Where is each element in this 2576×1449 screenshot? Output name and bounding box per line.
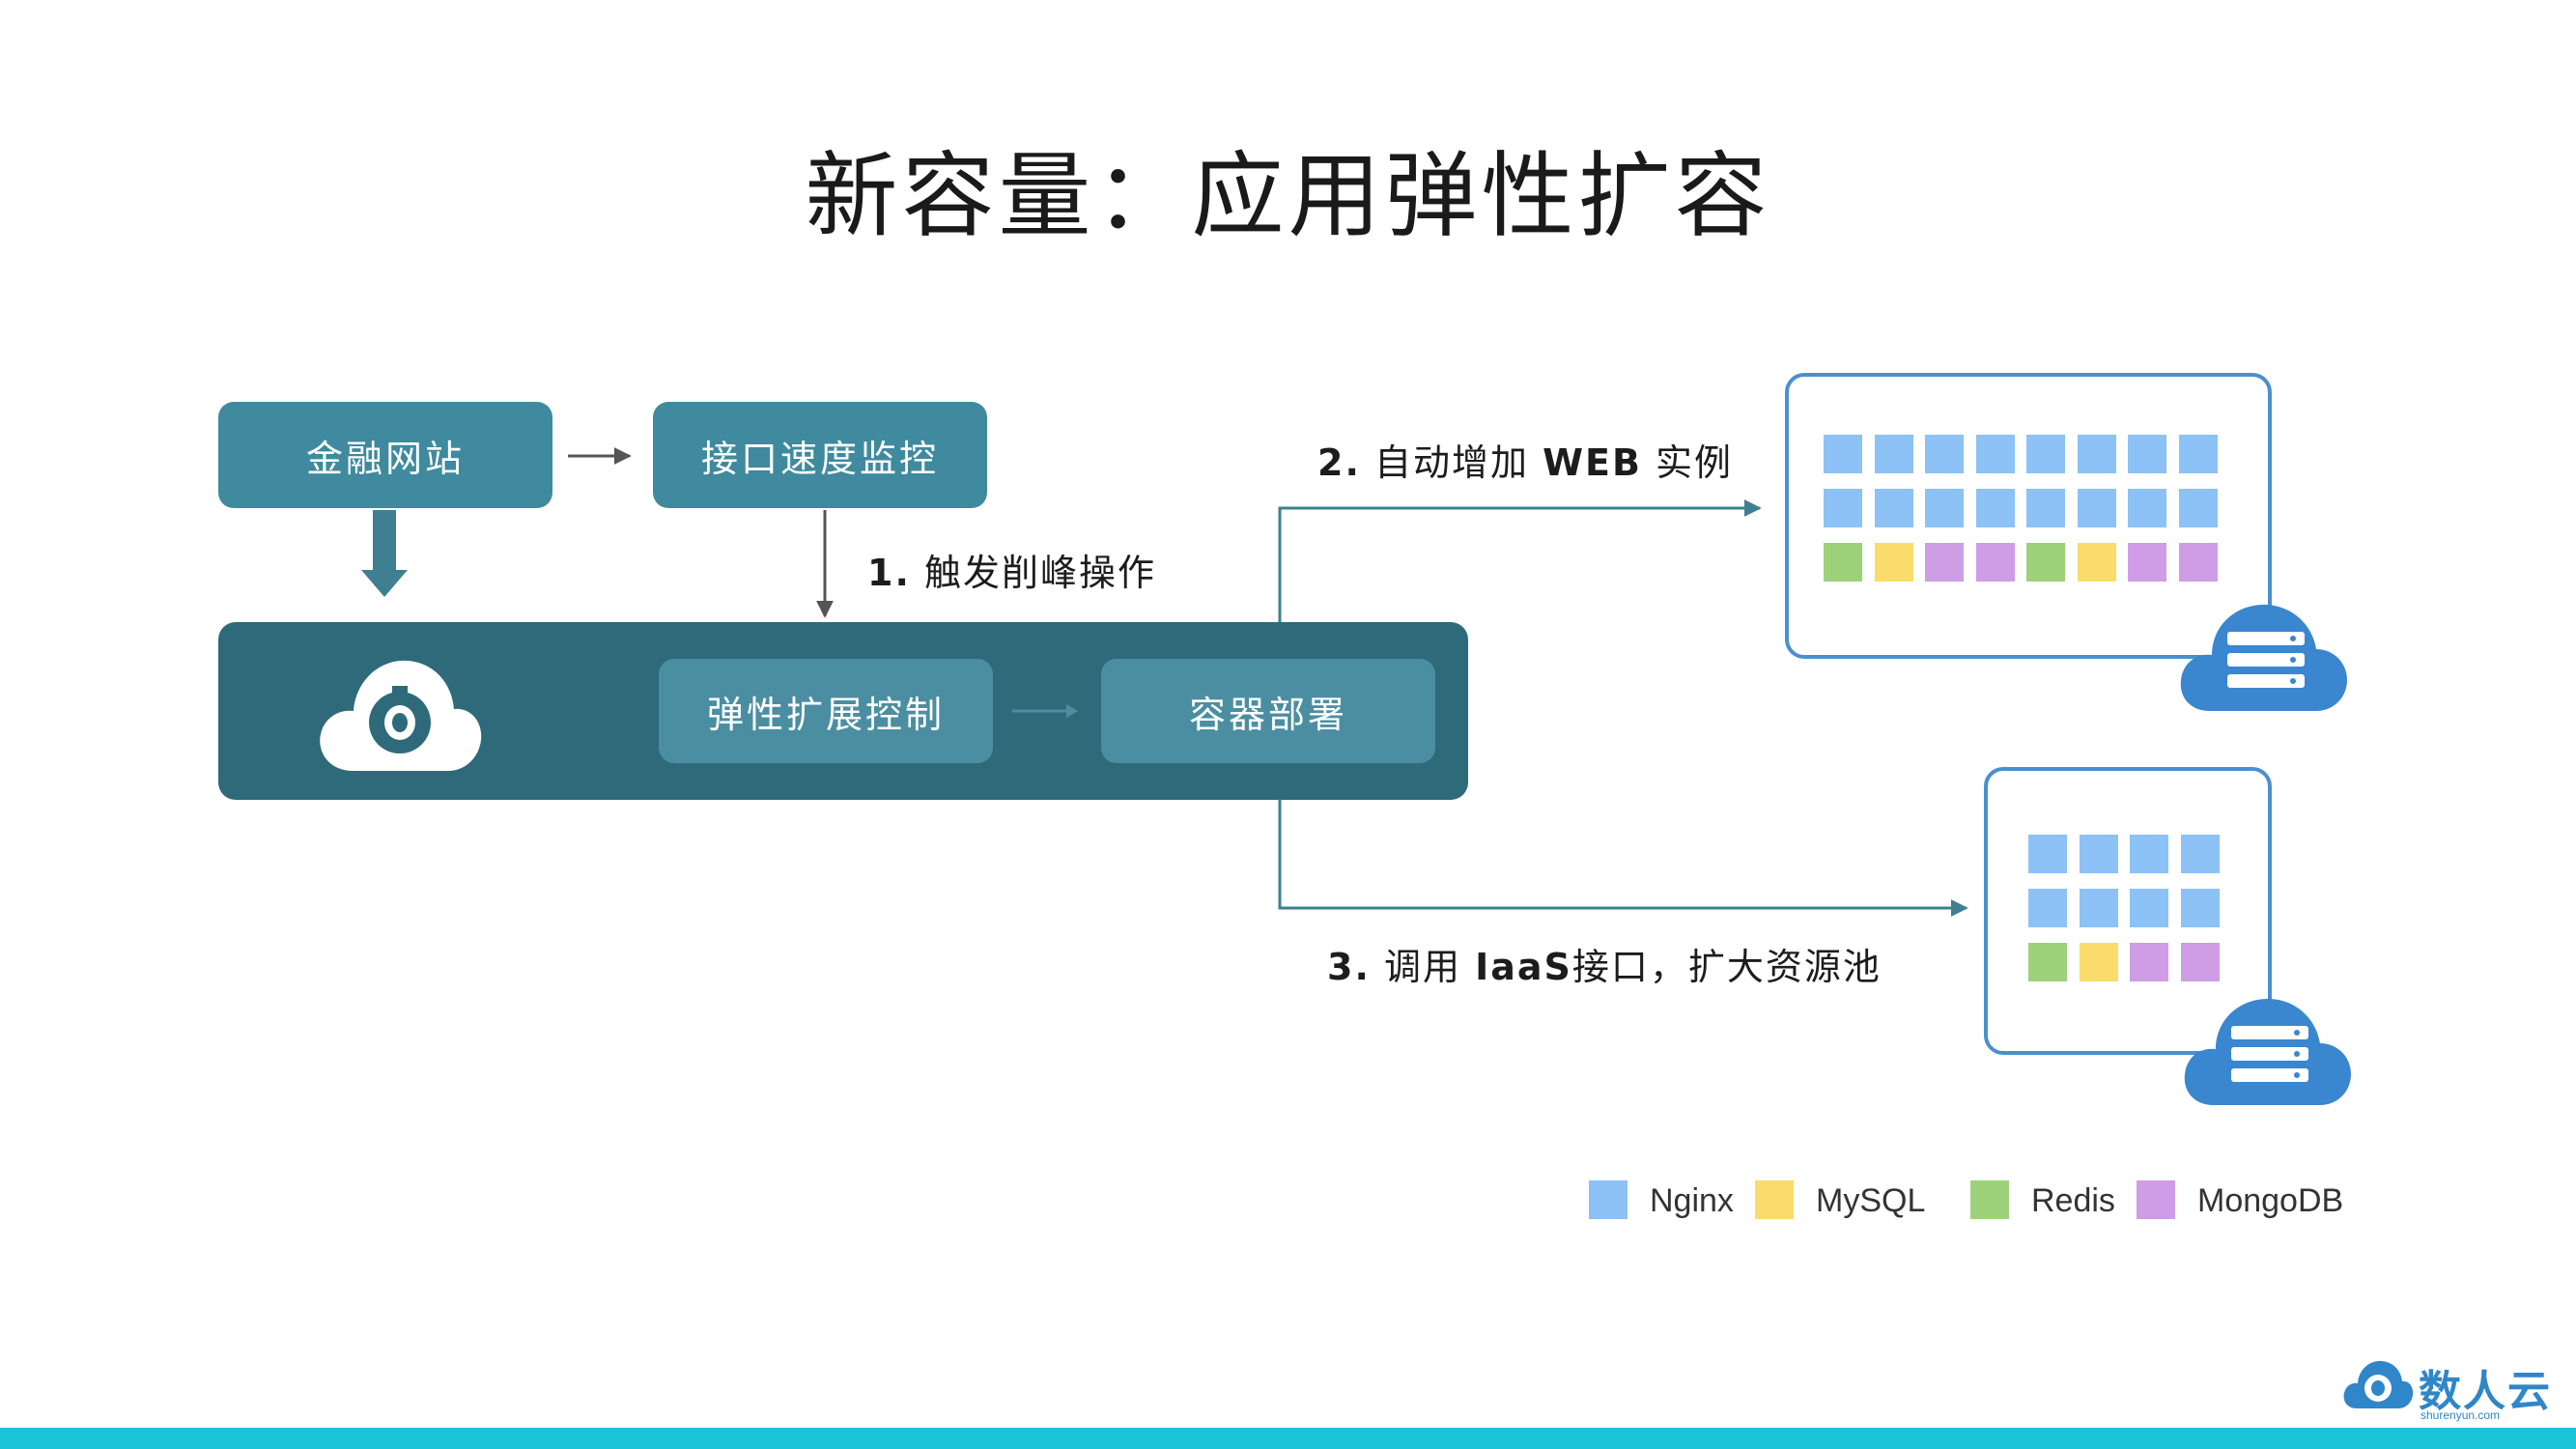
nginx-instance bbox=[2077, 489, 2116, 527]
platform-logo-icon bbox=[320, 660, 482, 771]
nginx-instance bbox=[2178, 489, 2218, 527]
arrow-to-iaas bbox=[1278, 797, 1968, 917]
brand-cloud-icon bbox=[2343, 1360, 2414, 1408]
mongodb-instance bbox=[2128, 543, 2166, 582]
arrow-site-down-shaft bbox=[373, 510, 396, 570]
step2-tail: 实例 bbox=[1656, 441, 1734, 484]
nginx-instance bbox=[2130, 835, 2168, 873]
redis-instance bbox=[2026, 543, 2065, 582]
brand-url: shurenyun.com bbox=[2420, 1408, 2501, 1422]
nginx-instance bbox=[2180, 889, 2220, 927]
mongodb-instance bbox=[2130, 943, 2168, 981]
legend-label-redis: Redis bbox=[2031, 1182, 2115, 1219]
iaas-cluster-grid bbox=[2028, 835, 2231, 985]
step3-number: 3. bbox=[1327, 946, 1371, 988]
legend-label-mongodb: MongoDB bbox=[2197, 1182, 2344, 1219]
step3-label: 3. 调用 IaaS接口，扩大资源池 bbox=[1327, 937, 1882, 990]
step3-text: 调用 bbox=[1383, 946, 1461, 988]
nginx-instance bbox=[2180, 835, 2220, 873]
nginx-instance bbox=[2077, 435, 2116, 473]
arrow-to-web-instances bbox=[1278, 499, 1762, 626]
nginx-instance bbox=[2028, 835, 2067, 873]
api-monitor-node[interactable]: 接口速度监控 bbox=[653, 402, 987, 508]
step3-tail: 接口，扩大资源池 bbox=[1571, 946, 1882, 988]
container-deploy-node[interactable]: 容器部署 bbox=[1101, 659, 1435, 763]
legend-swatch-redis bbox=[1970, 1180, 2009, 1219]
legend-label-mysql: MySQL bbox=[1816, 1182, 1926, 1219]
web-cluster-grid bbox=[1824, 435, 2229, 585]
arrow-site-down-head bbox=[361, 570, 408, 597]
nginx-instance bbox=[1925, 489, 1964, 527]
step3-bold: IaaS bbox=[1475, 946, 1572, 988]
finance-site-node[interactable]: 金融网站 bbox=[218, 402, 552, 508]
redis-instance bbox=[2028, 943, 2067, 981]
server-cloud-icon bbox=[2184, 999, 2351, 1105]
nginx-instance bbox=[2079, 835, 2118, 873]
nginx-instance bbox=[1925, 435, 1964, 473]
server-cloud-icon bbox=[2180, 605, 2347, 711]
legend: Nginx MySQL Redis MongoDB bbox=[1584, 1180, 2357, 1223]
step2-bold: WEB bbox=[1543, 441, 1642, 484]
mongodb-instance bbox=[2178, 543, 2218, 582]
mysql-instance bbox=[2079, 943, 2118, 981]
nginx-instance bbox=[2079, 889, 2118, 927]
nginx-instance bbox=[2026, 435, 2065, 473]
step2-number: 2. bbox=[1317, 441, 1361, 484]
redis-instance bbox=[1824, 543, 1862, 582]
mongodb-instance bbox=[1975, 543, 2015, 582]
arrow-control-to-deploy bbox=[1012, 704, 1078, 718]
nginx-instance bbox=[1824, 435, 1862, 473]
nginx-instance bbox=[2128, 489, 2166, 527]
step2-text: 自动增加 bbox=[1373, 441, 1529, 484]
brand-name: 数人云 bbox=[2419, 1367, 2552, 1416]
legend-label-nginx: Nginx bbox=[1650, 1182, 1734, 1219]
mongodb-instance bbox=[1925, 543, 1964, 582]
step1-text: 触发削峰操作 bbox=[923, 552, 1156, 594]
step2-label: 2. 自动增加 WEB 实例 bbox=[1317, 433, 1733, 486]
nginx-instance bbox=[1824, 489, 1862, 527]
nginx-instance bbox=[2128, 435, 2166, 473]
nginx-instance bbox=[2178, 435, 2218, 473]
mysql-instance bbox=[1874, 543, 1913, 582]
nginx-instance bbox=[1874, 489, 1913, 527]
mongodb-instance bbox=[2180, 943, 2220, 981]
nginx-instance bbox=[1874, 435, 1913, 473]
step1-number: 1. bbox=[867, 552, 911, 594]
legend-swatch-nginx bbox=[1589, 1180, 1628, 1219]
bottom-accent-bar bbox=[0, 1428, 2576, 1449]
nginx-instance bbox=[1975, 489, 2015, 527]
legend-swatch-mysql bbox=[1755, 1180, 1794, 1219]
nginx-instance bbox=[2130, 889, 2168, 927]
nginx-instance bbox=[1975, 435, 2015, 473]
legend-swatch-mongodb bbox=[2137, 1180, 2175, 1219]
step1-label: 1. 触发削峰操作 bbox=[867, 543, 1156, 596]
elastic-control-node[interactable]: 弹性扩展控制 bbox=[659, 659, 993, 763]
nginx-instance bbox=[2026, 489, 2065, 527]
slide-title: 新容量：应用弹性扩容 bbox=[805, 142, 1771, 250]
mysql-instance bbox=[2077, 543, 2116, 582]
nginx-instance bbox=[2028, 889, 2067, 927]
